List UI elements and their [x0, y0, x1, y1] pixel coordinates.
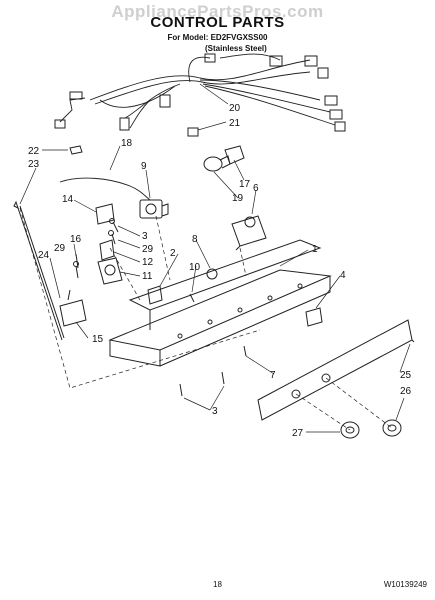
wire-harness-part-20 [54, 53, 346, 132]
knob-part-27 [340, 421, 360, 439]
callout-9: 9 [141, 161, 147, 172]
callout-11: 11 [142, 271, 153, 282]
connector-part-22 [69, 145, 83, 155]
callout-27: 27 [292, 428, 304, 439]
callout-22: 22 [28, 146, 40, 157]
callout-3-bottom: 3 [212, 406, 218, 417]
clip-part-21 [187, 127, 199, 137]
bracket-part-15 [59, 289, 87, 327]
bracket-part-14 [95, 203, 115, 225]
callout-21: 21 [229, 118, 241, 129]
callout-2: 2 [170, 248, 176, 259]
watermark: AppliancePartsPros.com [111, 2, 324, 21]
capillary-part-18 [59, 177, 151, 201]
rod-part-23 [13, 200, 65, 341]
callout-14: 14 [62, 194, 74, 205]
screw-part-16 [75, 253, 79, 269]
callout-17: 17 [239, 179, 251, 190]
callout-1: 1 [312, 244, 318, 255]
bracket-part-2 [147, 285, 163, 305]
callout-12: 12 [142, 257, 154, 268]
callout-29-a: 29 [142, 244, 154, 255]
screws-part-3-29 [73, 218, 119, 279]
nut-part-8 [206, 268, 218, 280]
leader-lines [19, 83, 411, 433]
lamp-parts-17-19 [203, 145, 245, 172]
callout-7: 7 [270, 370, 276, 381]
finish-line: (Stainless Steel) [205, 44, 267, 53]
callout-3: 3 [142, 231, 148, 242]
model-line: For Model: ED2FVGXSS00 [167, 33, 268, 42]
document-number: W10139249 [383, 580, 427, 589]
control-housing-part-1 [108, 239, 332, 367]
callout-25: 25 [400, 370, 412, 381]
callout-24: 24 [38, 250, 50, 261]
callout-29-b: 29 [54, 243, 66, 254]
callout-16: 16 [70, 234, 82, 245]
callout-8: 8 [192, 234, 198, 245]
trim-panel-part-25 [257, 319, 415, 421]
control-part-11 [97, 257, 123, 285]
screw-part-3-bottom-b [221, 371, 225, 385]
callout-26: 26 [400, 386, 412, 397]
callout-10: 10 [189, 262, 201, 273]
callout-15: 15 [92, 334, 104, 345]
page-number: 18 [213, 580, 222, 589]
callout-4: 4 [340, 270, 346, 281]
callout-18: 18 [121, 138, 133, 149]
knob-part-26 [382, 419, 402, 437]
screw-part-3-bottom [179, 383, 183, 397]
callout-20: 20 [229, 103, 241, 114]
callout-19: 19 [232, 193, 244, 204]
bracket-part-12 [99, 239, 115, 261]
alignment-lines [19, 207, 393, 431]
screw-part-7 [243, 345, 247, 357]
damper-control-part-6 [231, 215, 267, 251]
callout-6: 6 [253, 183, 259, 194]
thermostat-part-9 [139, 199, 169, 219]
page-title: CONTROL PARTS [150, 14, 285, 31]
callout-23: 23 [28, 159, 40, 170]
callout-labels: 20 21 22 23 18 9 17 19 6 14 3 29 16 29 1… [28, 103, 412, 439]
clip-part-4 [305, 307, 323, 327]
